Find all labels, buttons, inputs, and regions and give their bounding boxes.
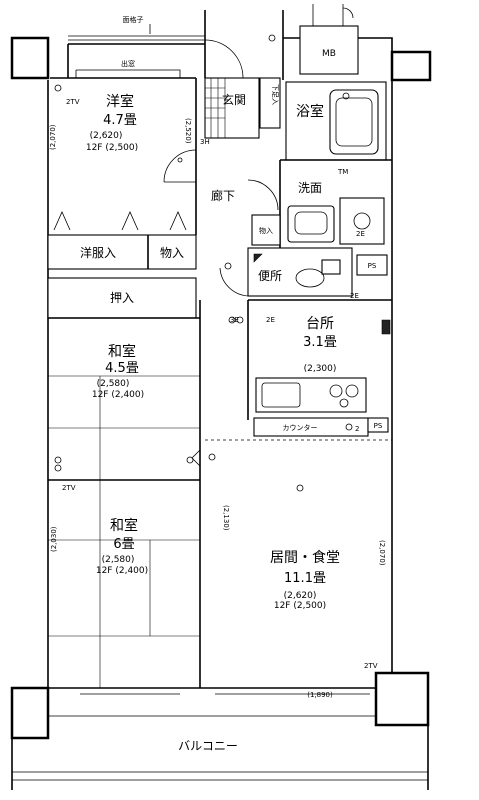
western-dim-vertical-r: (2,520) bbox=[184, 118, 192, 144]
balcony-label: バルコニー bbox=[178, 739, 238, 753]
counter-outlet: 2 bbox=[355, 425, 359, 433]
toilet-2e: 2E bbox=[350, 292, 359, 300]
washitsu1-size: 4.5畳 bbox=[105, 361, 139, 376]
storage-label: 物入 bbox=[160, 246, 184, 260]
washitsu-45: 和室 4.5畳 (2,580) 12F (2,400) bbox=[48, 300, 201, 481]
washitsu2-dim1: (2,580) bbox=[102, 555, 135, 565]
top-rail: 面格子 bbox=[68, 15, 205, 41]
living-tv: 2TV bbox=[364, 662, 378, 670]
ps-upper: PS bbox=[368, 262, 377, 270]
bath: 浴室 TM bbox=[285, 81, 387, 176]
living-dining: 居間・食堂 11.1畳 (2,620) 12F (2,500) (2,130) … bbox=[205, 439, 392, 699]
storage-small-label: 物入 bbox=[259, 226, 273, 235]
wash-label: 洗面 bbox=[298, 181, 322, 195]
western-dim-vertical: (2,070) bbox=[49, 124, 57, 150]
bath-label: 浴室 bbox=[296, 103, 324, 120]
western-window-label: 出窓 bbox=[121, 59, 135, 68]
mb-box: MB bbox=[299, 4, 359, 75]
living-dim-window: (1,890) bbox=[307, 691, 333, 699]
washitsu-6: 和室 6畳 (2,580) 12F (2,400) 2TV (2,030) bbox=[48, 480, 201, 695]
hallway-label: 廊下 bbox=[211, 188, 235, 203]
western-room-size: 4.7畳 bbox=[103, 113, 137, 128]
hallway-3h: 3H bbox=[200, 138, 210, 146]
living-name: 居間・食堂 bbox=[270, 549, 340, 566]
entrance: 玄関 下足入 bbox=[204, 39, 281, 139]
washitsu2-name: 和室 bbox=[110, 517, 138, 534]
washitsu2-dim-vertical: (2,030) bbox=[50, 526, 58, 552]
western-room-dim2: 12F (2,500) bbox=[86, 143, 138, 153]
toilet-label: 便所 bbox=[258, 269, 282, 283]
washitsu2-tv: 2TV bbox=[62, 484, 76, 492]
top-rail-label: 面格子 bbox=[123, 15, 144, 24]
entrance-label: 玄関 bbox=[222, 92, 246, 107]
wash-2e: 2E bbox=[356, 230, 365, 238]
outlets bbox=[54, 34, 276, 472]
western-room: 出窓 洋室 4.7畳 (2,620) 12F (2,500) 2TV (2,07… bbox=[49, 59, 197, 235]
shoe-box-label: 下足入 bbox=[271, 84, 279, 105]
wardrobe-label: 洋服入 bbox=[80, 245, 116, 260]
bath-tm: TM bbox=[337, 168, 348, 176]
western-room-name: 洋室 bbox=[106, 93, 134, 110]
ps-lower: PS bbox=[374, 422, 383, 430]
kitchen-name: 台所 bbox=[306, 316, 334, 332]
western-room-dim1: (2,620) bbox=[90, 131, 123, 141]
washitsu2-size: 6畳 bbox=[113, 537, 134, 552]
entrance-tiles bbox=[205, 78, 226, 138]
hallway: 廊下 3H 物入 bbox=[200, 138, 281, 246]
kitchen-3e: 3E bbox=[230, 316, 239, 324]
wash: 洗面 2E bbox=[279, 159, 392, 248]
western-tv: 2TV bbox=[66, 98, 80, 106]
wardrobe-row: 洋服入 物入 bbox=[47, 234, 197, 270]
living-dim1: (2,620) bbox=[284, 591, 317, 601]
mb-label: MB bbox=[322, 49, 336, 59]
living-dim-right: (2,070) bbox=[378, 540, 386, 566]
closet-row: 押入 bbox=[47, 277, 197, 319]
counter-label: カウンター bbox=[283, 423, 318, 432]
kitchen: 台所 3.1畳 (2,300) 2E 3E カウンター 2 PS bbox=[230, 299, 392, 437]
toilet: 便所 PS 2E bbox=[219, 247, 388, 300]
outer-walls bbox=[10, 10, 432, 790]
balcony: バルコニー bbox=[178, 739, 238, 753]
living-dim-left: (2,130) bbox=[222, 505, 230, 531]
washitsu1-dim1: (2,580) bbox=[97, 379, 130, 389]
washitsu1-dim2: 12F (2,400) bbox=[92, 390, 144, 400]
kitchen-size: 3.1畳 bbox=[303, 335, 337, 350]
washitsu2-dim2: 12F (2,400) bbox=[96, 566, 148, 576]
kitchen-dim: (2,300) bbox=[304, 364, 337, 374]
living-dim2: 12F (2,500) bbox=[274, 601, 326, 611]
living-size: 11.1畳 bbox=[284, 571, 326, 586]
washitsu1-name: 和室 bbox=[108, 343, 136, 360]
closet-label: 押入 bbox=[110, 291, 134, 305]
kitchen-2e: 2E bbox=[266, 316, 275, 324]
